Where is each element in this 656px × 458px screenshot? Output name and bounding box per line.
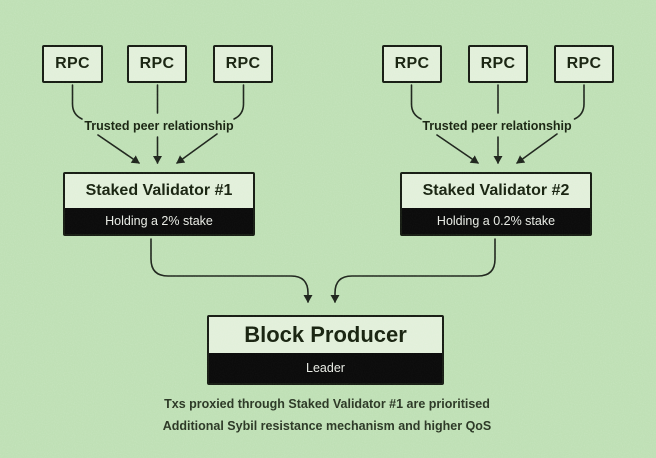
staked-validator-1-box: Staked Validator #1 Holding a 2% stake bbox=[63, 172, 255, 236]
rpc-node-label: RPC bbox=[225, 55, 261, 72]
validator-stake-badge: Holding a 0.2% stake bbox=[402, 208, 590, 234]
rpc-node: RPC bbox=[42, 45, 103, 83]
rpc-node: RPC bbox=[554, 45, 614, 83]
validator-to-producer-connectors bbox=[150, 238, 496, 303]
footnote-priority: Txs proxied through Staked Validator #1 … bbox=[164, 397, 490, 411]
rpc-node: RPC bbox=[468, 45, 528, 83]
rpc-node-label: RPC bbox=[480, 55, 516, 72]
block-producer-box: Block Producer Leader bbox=[207, 315, 444, 385]
footnote-sybil: Additional Sybil resistance mechanism an… bbox=[162, 419, 492, 433]
validator-title: Staked Validator #2 bbox=[422, 182, 570, 199]
rpc-node-label: RPC bbox=[394, 55, 430, 72]
rpc-node-label: RPC bbox=[139, 55, 175, 72]
rpc-node: RPC bbox=[382, 45, 442, 83]
block-producer-role-badge: Leader bbox=[209, 353, 442, 383]
rpc-node: RPC bbox=[213, 45, 273, 83]
staked-validator-2-box: Staked Validator #2 Holding a 0.2% stake bbox=[400, 172, 592, 236]
trusted-peer-label: Trusted peer relationship bbox=[422, 119, 572, 133]
rpc-node-label: RPC bbox=[55, 55, 90, 72]
trusted-peer-label: Trusted peer relationship bbox=[84, 119, 234, 133]
rpc-node: RPC bbox=[127, 45, 187, 83]
rpc-node-label: RPC bbox=[566, 55, 602, 72]
validator-stake-badge: Holding a 2% stake bbox=[65, 208, 253, 234]
block-producer-title: Block Producer bbox=[244, 322, 407, 347]
validator-title: Staked Validator #1 bbox=[85, 182, 233, 199]
